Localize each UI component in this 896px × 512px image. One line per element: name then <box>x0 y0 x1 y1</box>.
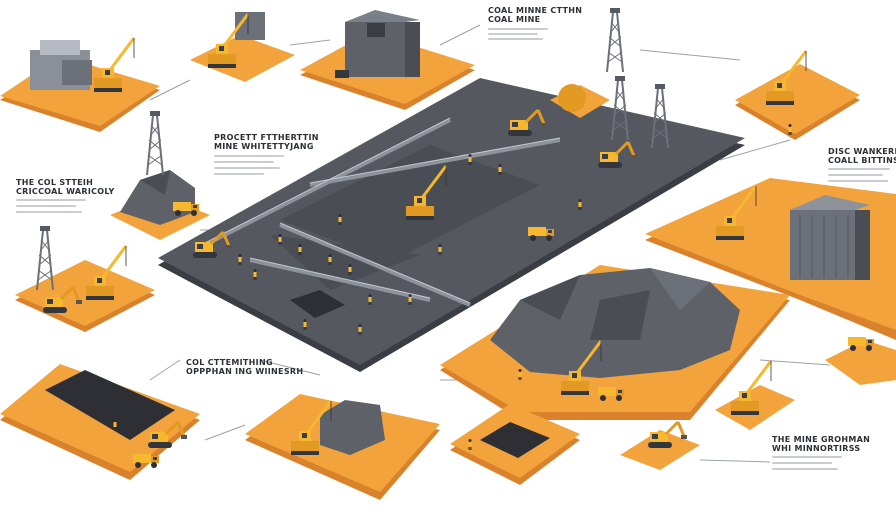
text-placeholder-line <box>214 155 284 157</box>
platform-top-left <box>0 36 160 132</box>
text-placeholder-line <box>488 38 543 40</box>
text-placeholder-line <box>16 199 86 201</box>
platform-bottom-left <box>0 364 200 480</box>
coal-deposit-large <box>440 265 790 420</box>
platform-truck-bottom-right <box>620 420 700 470</box>
text-placeholder-line <box>488 33 538 35</box>
label-left-title-1: PROCETT FTTHERTTIN <box>214 133 319 142</box>
text-placeholder-line <box>828 174 883 176</box>
platform-crane-right-top <box>735 49 860 140</box>
platform-warehouse-right <box>645 178 896 340</box>
platform-crane-left <box>15 225 155 332</box>
platform-crane-bottom-right <box>715 359 795 430</box>
label-bottom-right-1: THE MINE GROHMAN <box>772 435 871 444</box>
label-mid-title-2: OPPPHAN ING WIINESRH <box>186 367 304 376</box>
platform-crane-top <box>190 12 295 82</box>
label-top-sub: COAL MINE <box>488 15 541 24</box>
text-placeholder-line <box>828 180 888 182</box>
text-placeholder-line <box>828 168 890 170</box>
text-placeholder-line <box>214 167 280 169</box>
label-left-title-2: MINE WHITETTYJANG <box>214 142 314 151</box>
platform-storage-block <box>300 10 475 110</box>
text-placeholder-line <box>214 173 264 175</box>
platform-bulldozer-right <box>825 337 896 385</box>
text-placeholder-line <box>772 462 832 464</box>
label-right-title-1: DISC WANKERING COMAL <box>828 147 896 156</box>
coal-pile-left <box>110 110 210 240</box>
text-placeholder-line <box>16 211 82 213</box>
label-far-left-1: THE COL STTEIH <box>16 178 94 187</box>
platform-coal-block-bottom <box>245 394 440 500</box>
label-far-left-2: CRICCOAL WARICOLY <box>16 187 115 196</box>
platform-pit-bottom <box>450 404 580 485</box>
label-top-title: COAL MINNE CTTHN <box>488 6 583 15</box>
text-placeholder-line <box>214 161 274 163</box>
text-placeholder-line <box>772 468 838 470</box>
label-bottom-right-2: WHI MINNORTIRSS <box>772 444 861 453</box>
text-placeholder-line <box>772 456 842 458</box>
drilling-towers <box>191 7 669 260</box>
label-mid-title-1: COL CTTEMITHING <box>186 358 273 367</box>
label-right-title-2: COALL BITTINS <box>828 156 896 165</box>
mine-ground-main <box>158 78 745 372</box>
text-placeholder-line <box>488 28 548 30</box>
text-placeholder-line <box>16 205 76 207</box>
